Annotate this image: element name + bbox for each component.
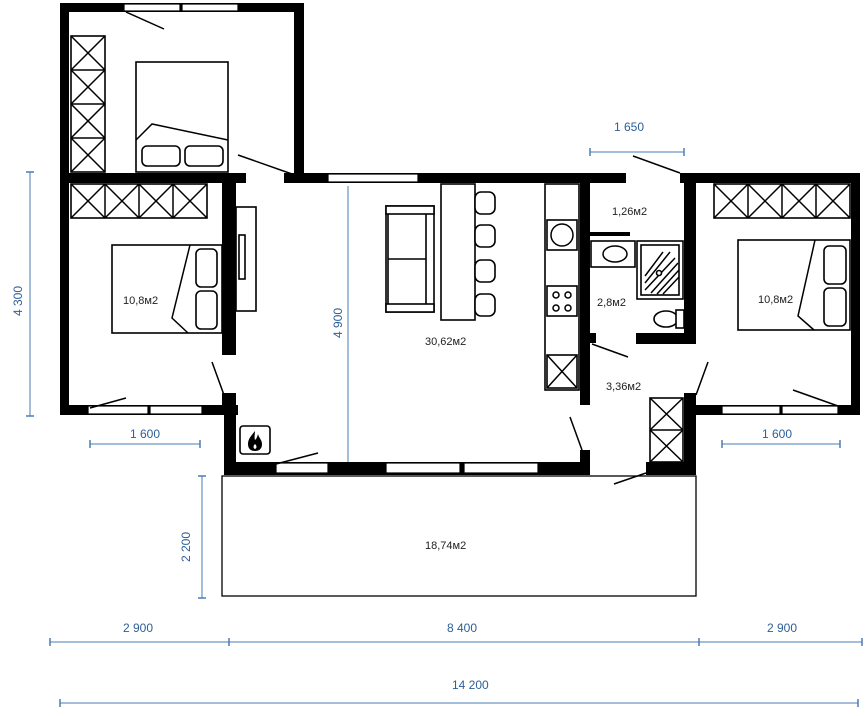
bath-fixtures <box>590 240 685 329</box>
fireplace-icon <box>239 425 271 455</box>
dim-label-top-right: 1 650 <box>614 120 644 134</box>
kitchen-unit <box>544 183 580 391</box>
room-label-bedroom-left: 10,8м2 <box>123 295 158 307</box>
dim-label-left-height: 4 300 <box>11 286 25 316</box>
room-label-terrace: 18,74м2 <box>425 540 466 552</box>
dimension-lines <box>26 148 863 707</box>
bed-top <box>135 61 229 173</box>
room-label-living-kitchen: 30,62м2 <box>425 336 466 348</box>
dim-label-bottom-right: 2 900 <box>767 621 797 635</box>
dim-label-overall: 14 200 <box>452 678 489 692</box>
tv-unit <box>235 206 257 312</box>
dim-label-terrace-depth: 2 200 <box>179 532 193 562</box>
room-label-hall: 3,36м2 <box>606 381 641 393</box>
wardrobe-left <box>70 183 208 219</box>
dim-label-window-left: 1 600 <box>130 427 160 441</box>
dim-label-living-depth: 4 900 <box>331 308 345 338</box>
windows <box>87 3 839 474</box>
room-label-bedroom-right: 10,8м2 <box>758 294 793 306</box>
bed-right <box>737 239 851 331</box>
hall-cabinet <box>649 397 684 463</box>
sofa <box>385 205 435 313</box>
dim-label-bottom-left: 2 900 <box>123 621 153 635</box>
terrace-outline <box>221 475 697 597</box>
wardrobe-right <box>713 183 851 219</box>
room-label-wc: 1,26м2 <box>612 206 647 218</box>
dim-label-bottom-center: 8 400 <box>447 621 477 635</box>
bar-counter <box>440 183 496 321</box>
dim-label-window-right: 1 600 <box>762 427 792 441</box>
wardrobe-top <box>70 35 106 173</box>
bed-left <box>111 244 223 334</box>
doors <box>89 11 839 485</box>
room-label-bathroom: 2,8м2 <box>597 297 626 309</box>
